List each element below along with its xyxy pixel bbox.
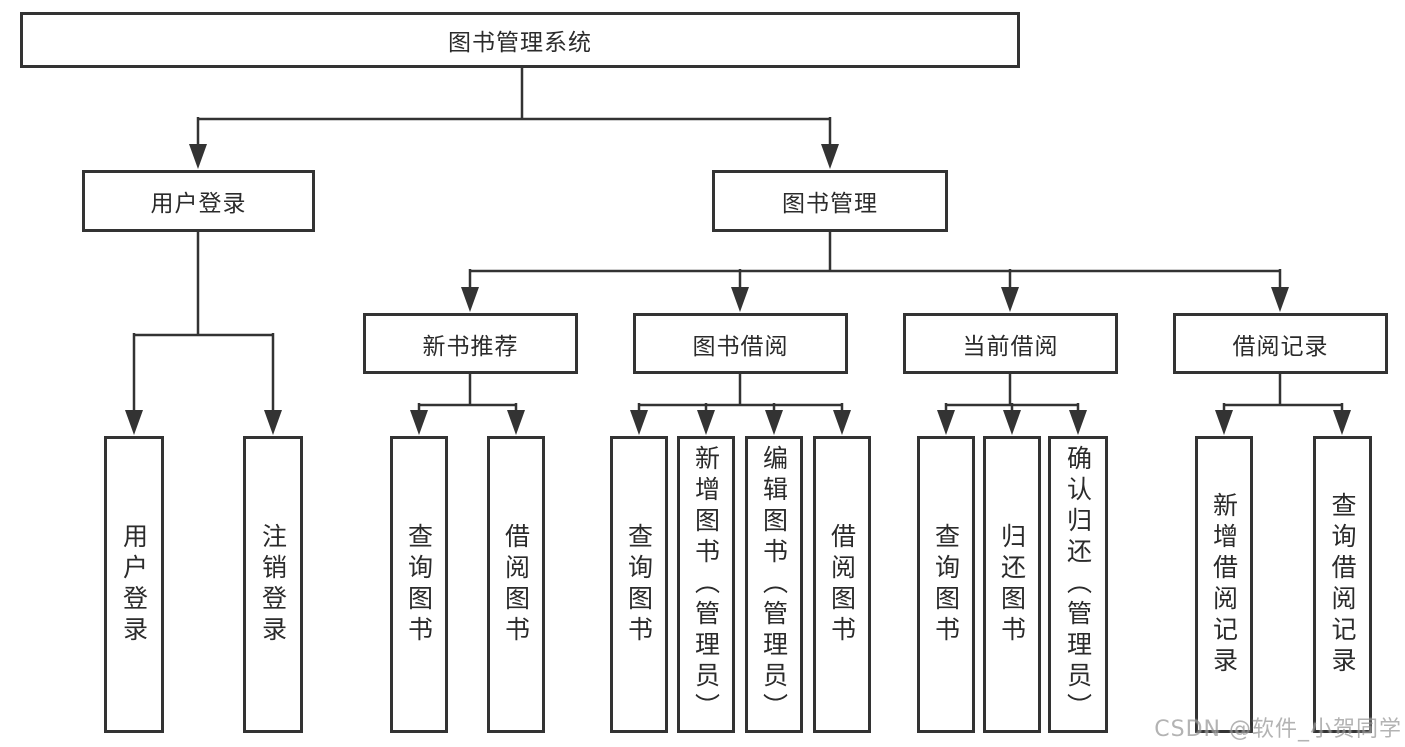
arrowhead-icon [833,410,851,435]
arrowhead-icon [189,144,207,169]
leaf-label: 注销登录 [258,522,288,647]
leaf-label: 查询借阅记录 [1328,491,1357,678]
leaf-label: 查询图书 [624,522,654,647]
leaf-label: 查询图书 [404,522,434,647]
leaf-label: 用户登录 [119,522,149,647]
leaf-rec-borrow-books: 借阅图书 [487,436,545,733]
connector-book-borrow-children [630,373,851,435]
arrowhead-icon [937,410,955,435]
arrowhead-icon [1215,410,1233,435]
leaf-bb-add-books-admin: 新增图书（管理员） [677,436,735,733]
connector-current-borrow-children [937,373,1087,435]
leaf-label: 新增借阅记录 [1209,491,1239,678]
node-book-management: 图书管理 [712,170,948,232]
arrowhead-icon [697,410,715,435]
leaf-user-login: 用户登录 [104,436,164,733]
arrowhead-icon [410,410,428,435]
leaf-label: 新增图书（管理员） [691,445,721,724]
arrowhead-icon [125,410,143,435]
arrowhead-icon [461,287,479,312]
node-borrow-record: 借阅记录 [1173,313,1388,374]
leaf-cb-query-books: 查询图书 [917,436,975,733]
leaf-bb-edit-books-admin: 编辑图书（管理员） [745,436,803,733]
node-new-book-recommend: 新书推荐 [363,313,578,374]
arrowhead-icon [731,287,749,312]
leaf-logout-login: 注销登录 [243,436,303,733]
node-label: 新书推荐 [422,333,519,360]
leaf-label: 编辑图书（管理员） [759,445,789,724]
node-label: 借阅记录 [1232,333,1329,360]
leaf-cb-confirm-return-admin: 确认归还（管理员） [1048,436,1108,733]
arrowhead-icon [821,144,839,169]
node-label: 用户登录 [150,191,247,217]
csdn-watermark: CSDN @软件_小贺同学 [1154,717,1402,742]
leaf-bb-borrow-books: 借阅图书 [813,436,871,733]
leaf-cb-return-books: 归还图书 [983,436,1041,733]
leaf-bb-query-books: 查询图书 [610,436,668,733]
leaf-rec-query-books: 查询图书 [390,436,448,733]
node-label: 图书管理系统 [448,30,592,56]
connector-root-to-level2 [189,66,839,169]
node-book-borrow: 图书借阅 [633,313,848,374]
connector-user-login-children [125,231,282,435]
arrowhead-icon [1333,410,1351,435]
connector-new-book-recommend-children [410,373,525,435]
node-library-management-system: 图书管理系统 [20,12,1020,68]
node-current-borrow: 当前借阅 [903,313,1118,374]
leaf-label: 归还图书 [997,522,1027,647]
connector-borrow-record-children [1215,373,1351,435]
leaf-br-add-record: 新增借阅记录 [1195,436,1253,733]
arrowhead-icon [264,410,282,435]
arrowhead-icon [630,410,648,435]
arrowhead-icon [765,410,783,435]
arrowhead-icon [1003,410,1021,435]
arrowhead-icon [1271,287,1289,312]
leaf-label: 确认归还（管理员） [1063,445,1093,724]
connector-book-management-children [461,231,1289,312]
leaf-br-query-record: 查询借阅记录 [1313,436,1372,733]
leaf-label: 借阅图书 [501,522,531,647]
node-label: 图书借阅 [692,333,789,360]
leaf-label: 查询图书 [931,522,961,647]
arrowhead-icon [1069,410,1087,435]
arrowhead-icon [507,410,525,435]
leaf-label: 借阅图书 [827,522,857,647]
node-label: 当前借阅 [962,333,1059,360]
arrowhead-icon [1001,287,1019,312]
node-label: 图书管理 [782,191,878,217]
node-user-login: 用户登录 [82,170,315,232]
